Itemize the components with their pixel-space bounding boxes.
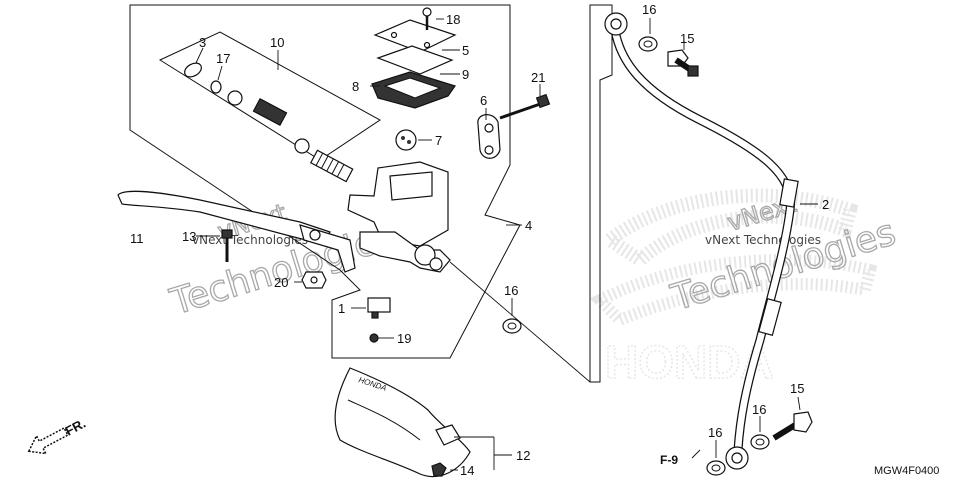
sealing-washer-lower-b xyxy=(750,434,770,450)
oil-bolt-lower xyxy=(772,411,813,441)
callout-16-upper: 16 xyxy=(642,2,656,17)
reference-f9: F-9 xyxy=(660,453,678,467)
callout-13: 13 xyxy=(182,229,196,244)
reservoir-cap xyxy=(373,19,457,53)
piston-kit-frame xyxy=(158,31,381,161)
leader-lines xyxy=(195,18,818,471)
callout-4: 4 xyxy=(525,218,532,233)
callout-6: 6 xyxy=(480,93,487,108)
oil-bolt-upper xyxy=(667,49,699,77)
diagram-code: MGW4F0400 xyxy=(874,465,939,477)
callout-16-lower-left: 16 xyxy=(708,425,722,440)
piston-boot xyxy=(184,62,202,78)
front-direction-indicator: FR. xyxy=(27,416,88,455)
snap-ring xyxy=(210,80,222,94)
callout-19: 19 xyxy=(397,331,411,346)
reservoir-diaphragm xyxy=(371,71,456,109)
sealing-washer-left xyxy=(502,318,522,334)
switch-screw xyxy=(369,333,379,343)
reference-label: F-9 xyxy=(660,453,678,467)
callout-7: 7 xyxy=(435,133,442,148)
sight-window xyxy=(395,129,417,151)
reservoir-plate xyxy=(376,45,454,75)
callout-11: 11 xyxy=(130,231,144,246)
callout-15-lower: 15 xyxy=(790,381,804,396)
callout-14: 14 xyxy=(460,463,474,478)
callout-16-lower-right: 16 xyxy=(752,402,766,417)
brake-light-switch xyxy=(367,297,391,319)
cap-screw xyxy=(422,7,432,30)
master-cylinder-body xyxy=(347,161,451,273)
callout-16-left: 16 xyxy=(504,283,518,298)
callout-9: 9 xyxy=(462,67,469,82)
holder-bolt xyxy=(499,93,551,120)
brake-hose xyxy=(604,12,799,470)
piston-set xyxy=(227,90,354,183)
cover-nut xyxy=(431,462,447,477)
hand-guard-cover: HONDA xyxy=(334,367,471,478)
callout-21: 21 xyxy=(531,70,545,85)
callout-10: 10 xyxy=(270,35,284,50)
callout-1: 1 xyxy=(338,301,345,316)
vnext-watermark-small-left: vNext Technologies xyxy=(192,233,308,247)
lever-pivot-bolt xyxy=(221,229,233,262)
callout-5: 5 xyxy=(462,43,469,58)
hose-assembly-frame xyxy=(589,4,613,383)
callout-2: 2 xyxy=(822,197,829,212)
sealing-washer-upper xyxy=(638,36,658,52)
lever-pivot-nut xyxy=(301,271,327,289)
callout-3: 3 xyxy=(199,35,206,50)
callout-18: 18 xyxy=(446,12,460,27)
sealing-washer-lower-a xyxy=(706,460,726,476)
callout-20: 20 xyxy=(274,275,288,290)
callout-17: 17 xyxy=(216,51,230,66)
callout-15-upper: 15 xyxy=(680,31,694,46)
vnext-watermark-small-right: vNext Technologies xyxy=(705,233,821,247)
master-cylinder-holder xyxy=(477,114,501,159)
master-cylinder-assembly-frame xyxy=(129,4,521,359)
brake-lever xyxy=(117,190,356,273)
callout-12: 12 xyxy=(516,448,530,463)
callout-numbers: 1 2 3 4 5 6 7 8 9 10 11 12 13 14 15 15 1… xyxy=(130,2,829,478)
callout-8: 8 xyxy=(352,79,359,94)
front-arrow-icon xyxy=(27,427,69,455)
